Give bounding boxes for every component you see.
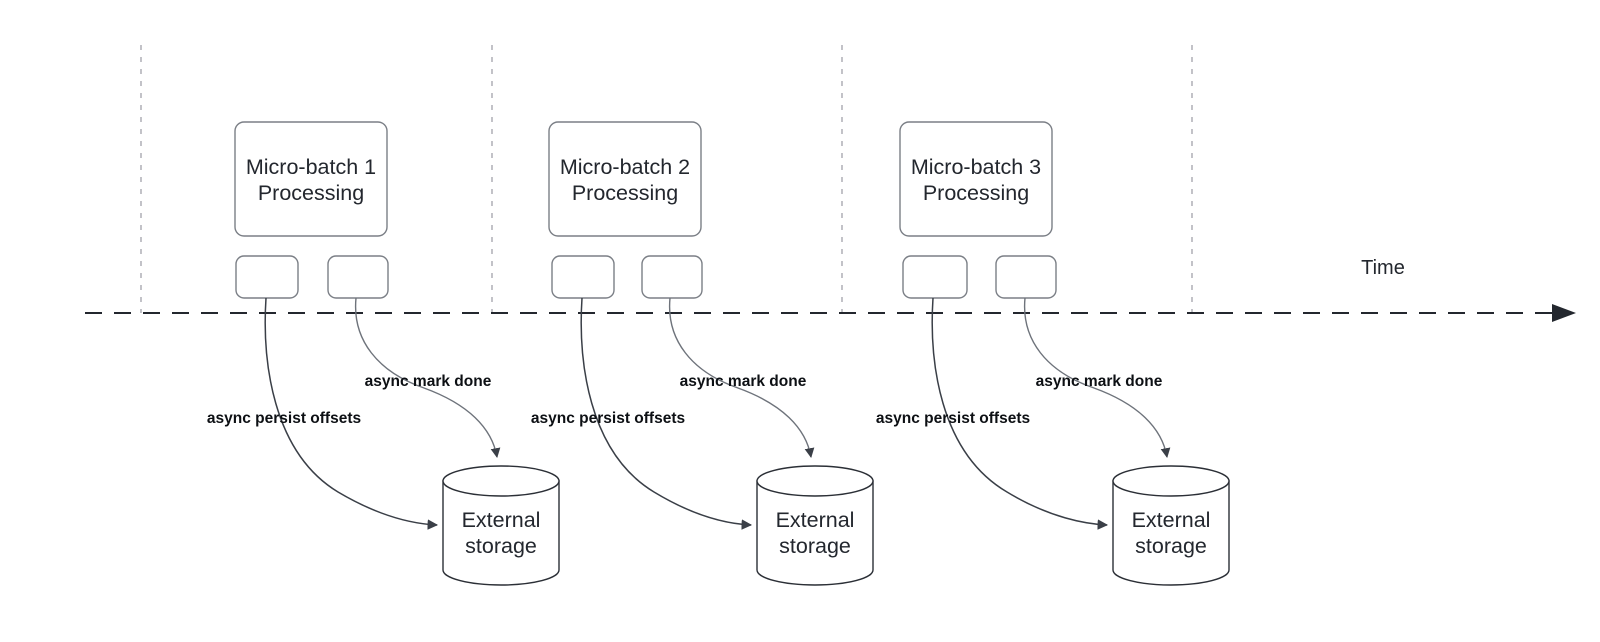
time-axis-label: Time bbox=[1361, 257, 1405, 279]
batch-3-task-box-b[interactable] bbox=[995, 255, 1057, 299]
batch-3-storage-label-line1: External bbox=[1132, 508, 1211, 532]
batch-1-mark-done-label: async mark done bbox=[365, 373, 492, 390]
batch-2-task-box-a[interactable] bbox=[551, 255, 615, 299]
batch-3-external-storage[interactable] bbox=[1112, 465, 1230, 586]
batch-1-task-box-b[interactable] bbox=[327, 255, 389, 299]
batch-2-mark-done-label: async mark done bbox=[680, 373, 807, 390]
batch-1-storage-label-line1: External bbox=[462, 508, 541, 532]
batch-1-external-storage[interactable] bbox=[442, 465, 560, 586]
batch-1-group: Micro-batch 1 Processing async persist o… bbox=[207, 121, 560, 586]
batch-3-persist-offsets-label: async persist offsets bbox=[876, 410, 1030, 427]
batch-1-process-label-line2: Processing bbox=[258, 181, 364, 205]
batch-2-process-label-line2: Processing bbox=[572, 181, 678, 205]
batch-3-mark-done-label: async mark done bbox=[1036, 373, 1163, 390]
batch-2-task-box-b[interactable] bbox=[641, 255, 703, 299]
batch-3-group: Micro-batch 3 Processing async persist o… bbox=[876, 121, 1230, 586]
batch-3-task-box-a[interactable] bbox=[902, 255, 968, 299]
batch-1-process-label-line1: Micro-batch 1 bbox=[246, 155, 376, 179]
batch-2-external-storage[interactable] bbox=[756, 465, 874, 586]
batch-2-mark-done-arrow bbox=[668, 297, 815, 458]
batch-2-storage-label-line2: storage bbox=[779, 534, 851, 558]
batch-1-mark-done-arrow bbox=[354, 297, 501, 458]
batch-2-process-label-line1: Micro-batch 2 bbox=[560, 155, 690, 179]
batch-1-persist-offsets-arrow bbox=[264, 297, 439, 530]
timeline-dividers bbox=[140, 45, 1193, 313]
batch-2-persist-offsets-arrow bbox=[580, 297, 753, 530]
batch-1-persist-offsets-label: async persist offsets bbox=[207, 410, 361, 427]
batch-3-storage-label-line2: storage bbox=[1135, 534, 1207, 558]
batch-1-storage-label-line2: storage bbox=[465, 534, 537, 558]
batch-3-process-label-line2: Processing bbox=[923, 181, 1029, 205]
batch-2-persist-offsets-label: async persist offsets bbox=[531, 410, 685, 427]
batch-3-persist-offsets-arrow bbox=[931, 297, 1109, 530]
timeline-axis bbox=[85, 304, 1576, 322]
batch-3-mark-done-arrow bbox=[1023, 297, 1171, 458]
batch-2-process-box[interactable] bbox=[548, 121, 702, 237]
batch-2-group: Micro-batch 2 Processing async persist o… bbox=[531, 121, 874, 586]
timeline-arrowhead-icon bbox=[1552, 304, 1576, 322]
batch-2-storage-label-line1: External bbox=[776, 508, 855, 532]
batch-3-process-box[interactable] bbox=[899, 121, 1053, 237]
batch-1-process-box[interactable] bbox=[234, 121, 388, 237]
batch-3-process-label-line1: Micro-batch 3 bbox=[911, 155, 1041, 179]
batch-1-task-box-a[interactable] bbox=[235, 255, 299, 299]
